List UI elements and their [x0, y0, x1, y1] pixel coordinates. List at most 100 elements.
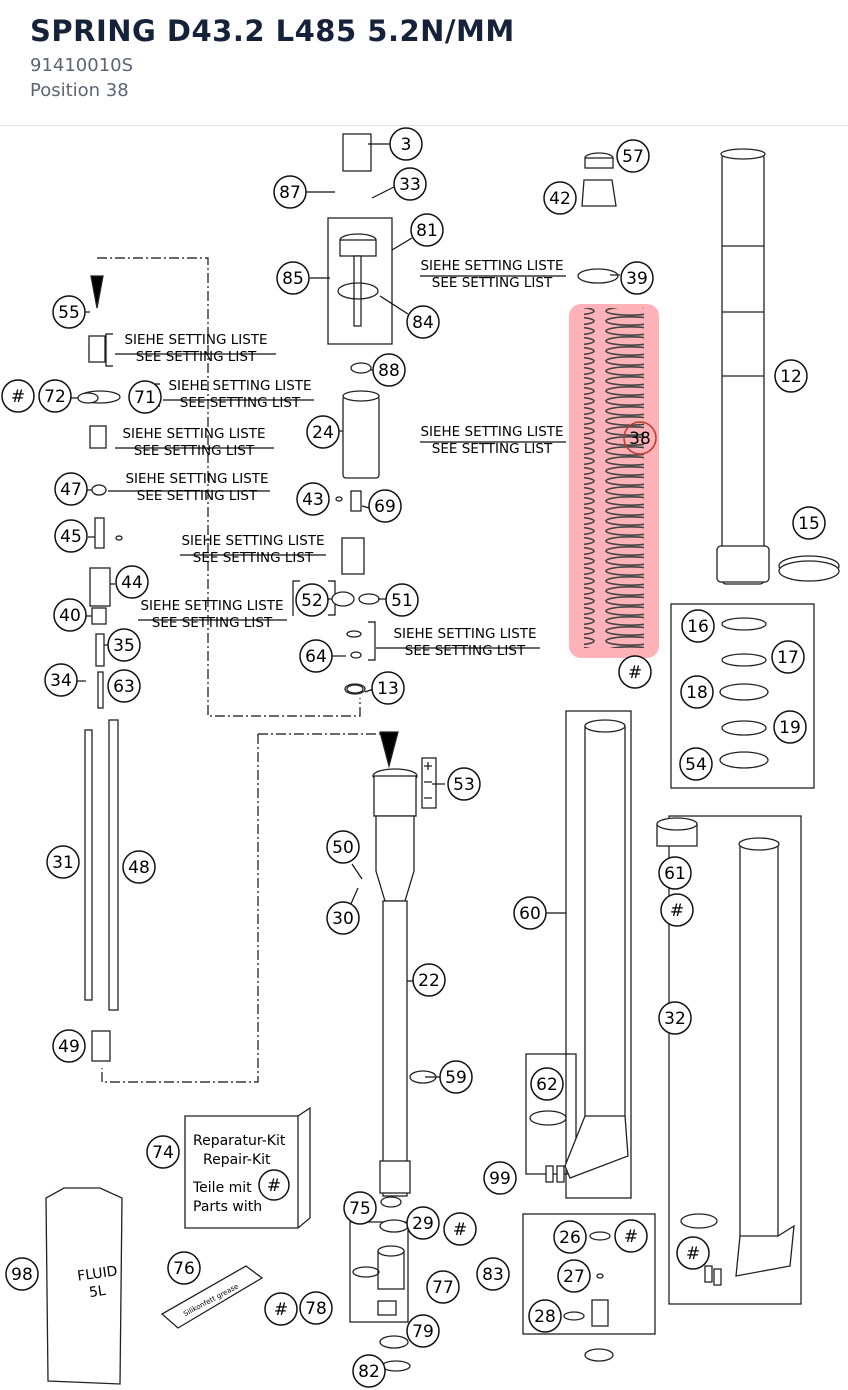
- callout-30[interactable]: 30: [326, 901, 360, 935]
- callout-15[interactable]: 15: [792, 506, 826, 540]
- callout-87[interactable]: 87: [273, 175, 307, 209]
- callout-circle: [295, 583, 329, 617]
- callout-number: 30: [332, 909, 354, 929]
- callout-45[interactable]: 45: [54, 519, 88, 553]
- parts-kit-symbol[interactable]: #: [618, 655, 652, 689]
- parts-kit-symbol[interactable]: #: [264, 1292, 298, 1326]
- callout-83[interactable]: 83: [476, 1257, 510, 1291]
- callout-40[interactable]: 40: [53, 598, 87, 632]
- parts-kit-symbol[interactable]: #: [660, 893, 694, 927]
- callout-17[interactable]: 17: [771, 640, 805, 674]
- callout-57[interactable]: 57: [616, 139, 650, 173]
- callout-number: 42: [549, 189, 571, 209]
- callout-circle: [46, 845, 80, 879]
- callout-19[interactable]: 19: [773, 710, 807, 744]
- callout-51[interactable]: 51: [385, 583, 419, 617]
- callout-50[interactable]: 50: [326, 830, 360, 864]
- callout-3[interactable]: 3: [389, 127, 423, 161]
- callout-61[interactable]: 61: [658, 856, 692, 890]
- callout-circle: [406, 1206, 440, 1240]
- note-english: SEE SETTING LIST: [136, 349, 257, 365]
- callout-12[interactable]: 12: [774, 359, 808, 393]
- callout-27[interactable]: 27: [557, 1259, 591, 1293]
- callout-85[interactable]: 85: [276, 261, 310, 295]
- callout-28[interactable]: 28: [528, 1299, 562, 1333]
- callout-number: 17: [777, 648, 799, 668]
- callout-number: 15: [798, 514, 820, 534]
- callout-35[interactable]: 35: [107, 628, 141, 662]
- callout-34[interactable]: 34: [44, 663, 78, 697]
- callout-42[interactable]: 42: [543, 181, 577, 215]
- callout-29[interactable]: 29: [406, 1206, 440, 1240]
- callout-circle: [5, 1257, 39, 1291]
- callout-75[interactable]: 75: [343, 1191, 377, 1225]
- callout-43[interactable]: 43: [296, 482, 330, 516]
- callout-74[interactable]: 74: [146, 1135, 180, 1169]
- note-english: SEE SETTING LIST: [137, 488, 258, 504]
- callout-79[interactable]: 79: [406, 1314, 440, 1348]
- callout-number: 16: [687, 617, 709, 637]
- callout-24[interactable]: 24: [306, 415, 340, 449]
- callout-number: 75: [349, 1199, 371, 1219]
- callout-64[interactable]: 64: [299, 639, 333, 673]
- callout-circle: [107, 669, 141, 703]
- callout-76[interactable]: 76: [167, 1251, 201, 1285]
- callout-72[interactable]: 72: [38, 379, 72, 413]
- callout-99[interactable]: 99: [483, 1161, 517, 1195]
- callout-circle: [299, 639, 333, 673]
- parts-kit-symbol[interactable]: #: [1, 379, 35, 413]
- callout-number: 63: [113, 677, 135, 697]
- callout-38[interactable]: 38: [623, 421, 657, 455]
- note-english: SEE SETTING LIST: [432, 275, 553, 291]
- callout-18[interactable]: 18: [680, 675, 714, 709]
- callout-48[interactable]: 48: [122, 850, 156, 884]
- callout-circle: [528, 1299, 562, 1333]
- callout-39[interactable]: 39: [620, 261, 654, 295]
- parts-kit-symbol[interactable]: #: [676, 1236, 710, 1270]
- callout-98[interactable]: 98: [5, 1257, 39, 1291]
- callout-33[interactable]: 33: [393, 167, 427, 201]
- callout-13[interactable]: 13: [371, 671, 405, 705]
- callout-26[interactable]: 26: [553, 1220, 587, 1254]
- callout-59[interactable]: 59: [439, 1060, 473, 1094]
- callout-52[interactable]: 52: [295, 583, 329, 617]
- callout-54[interactable]: 54: [679, 747, 713, 781]
- note-english: SEE SETTING LIST: [432, 441, 553, 457]
- callout-circle: [620, 261, 654, 295]
- callout-circle: [393, 167, 427, 201]
- callout-16[interactable]: 16: [681, 609, 715, 643]
- callout-60[interactable]: 60: [513, 896, 547, 930]
- note-german: SIEHE SETTING LISTE: [125, 471, 268, 487]
- callout-number: 27: [563, 1267, 585, 1287]
- callout-49[interactable]: 49: [52, 1029, 86, 1063]
- callout-88[interactable]: 88: [372, 353, 406, 387]
- callout-77[interactable]: 77: [426, 1270, 460, 1304]
- callout-55[interactable]: 55: [52, 295, 86, 329]
- callout-71[interactable]: 71: [128, 380, 162, 414]
- callout-47[interactable]: 47: [54, 472, 88, 506]
- parts-kit-symbol[interactable]: #: [443, 1212, 477, 1246]
- callout-82[interactable]: 82: [352, 1354, 386, 1388]
- callout-circle: [771, 640, 805, 674]
- callout-circle: [773, 710, 807, 744]
- callout-84[interactable]: 84: [406, 305, 440, 339]
- callout-78[interactable]: 78: [299, 1291, 333, 1325]
- callout-31[interactable]: 31: [46, 845, 80, 879]
- callout-62[interactable]: 62: [530, 1067, 564, 1101]
- note-german: SIEHE SETTING LISTE: [168, 378, 311, 394]
- callout-63[interactable]: 63: [107, 669, 141, 703]
- callout-44[interactable]: 44: [115, 565, 149, 599]
- parts-kit-symbol[interactable]: #: [614, 1219, 648, 1253]
- callout-circle: [543, 181, 577, 215]
- callout-53[interactable]: 53: [447, 767, 481, 801]
- callout-number: 45: [60, 527, 82, 547]
- callout-69[interactable]: 69: [368, 489, 402, 523]
- repair-kit-symbol: #: [267, 1176, 281, 1196]
- callout-22[interactable]: 22: [412, 963, 446, 997]
- callout-circle: [296, 482, 330, 516]
- callout-number: 34: [50, 671, 72, 691]
- callout-32[interactable]: 32: [658, 1001, 692, 1035]
- callout-81[interactable]: 81: [410, 213, 444, 247]
